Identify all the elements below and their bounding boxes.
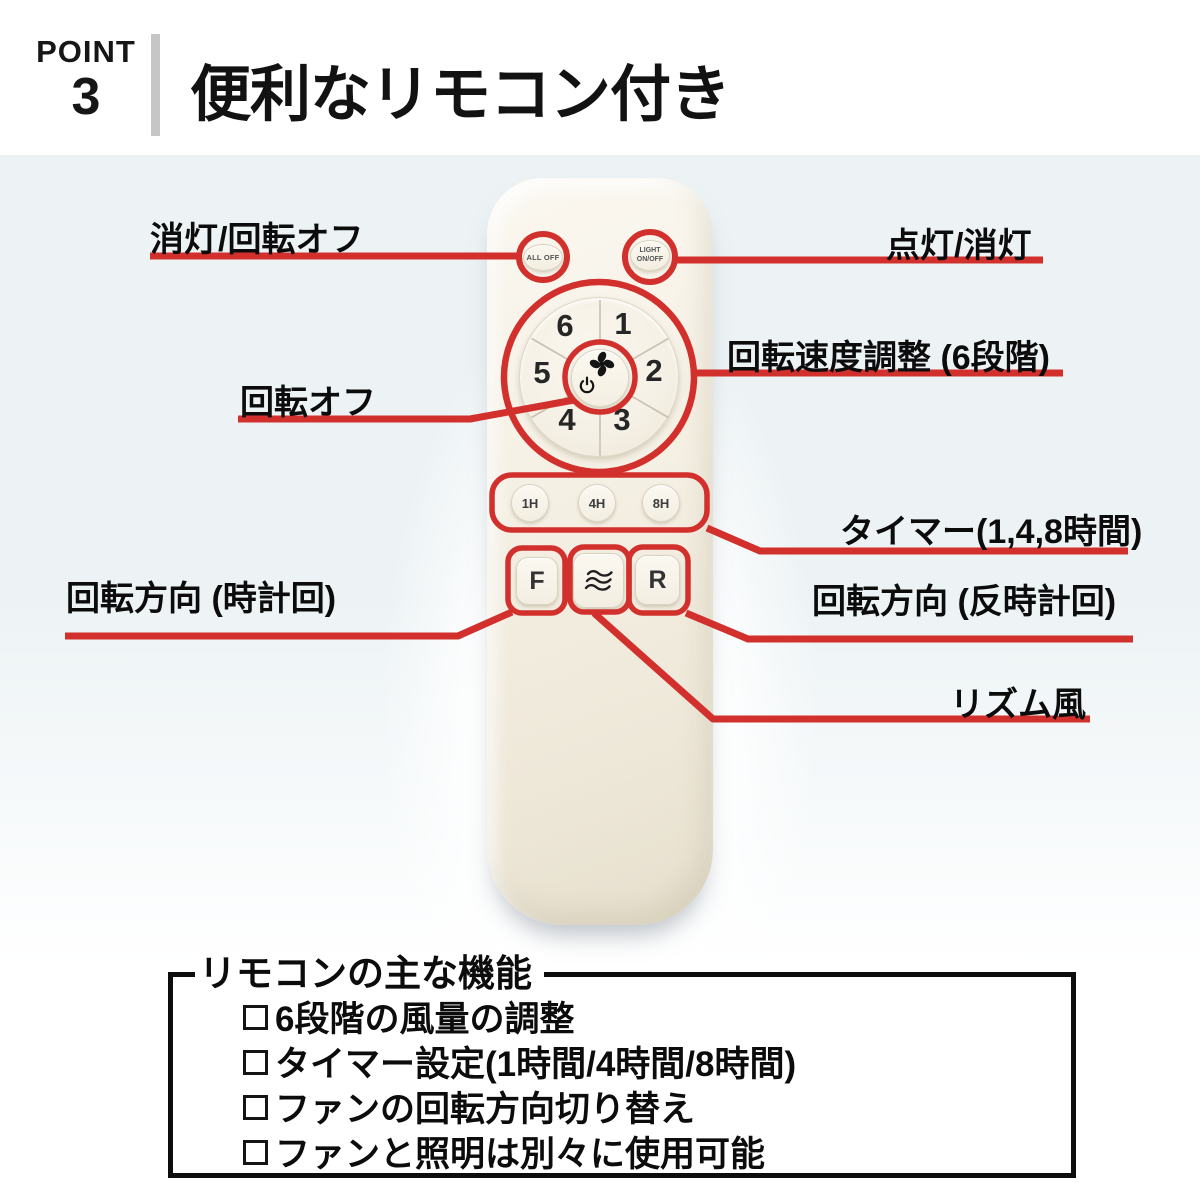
- light-button-label-line2: ON/OFF: [636, 255, 664, 263]
- label-direction-ccw: 回転方向 (反時計回): [812, 583, 1117, 621]
- speed-dial: 6 1 5 2 4 3: [519, 297, 679, 457]
- forward-button-label: F: [529, 566, 545, 595]
- label-timer: タイマー(1,4,8時間): [840, 513, 1143, 551]
- feature-item-text: ファンと照明は別々に使用可能: [275, 1135, 766, 1174]
- all-off-button-label: ALL OFF: [526, 253, 560, 262]
- feature-item: タイマー設定(1時間/4時間/8時間): [243, 1039, 1071, 1084]
- features-list: 6段階の風量の調整 タイマー設定(1時間/4時間/8時間) ファンの回転方向切り…: [243, 994, 1071, 1174]
- speed-button-5[interactable]: 5: [533, 355, 551, 390]
- fan-power-button[interactable]: [571, 349, 629, 407]
- page-title: 便利なリモコン付き: [190, 60, 731, 128]
- feature-item: ファンの回転方向切り替え: [243, 1084, 1071, 1129]
- rhythm-wind-icon: [584, 569, 613, 591]
- reverse-button-label: R: [648, 565, 667, 594]
- header-divider: [151, 34, 160, 136]
- timer-8h-button[interactable]: 8H: [642, 484, 680, 522]
- feature-item-text: タイマー設定(1時間/4時間/8時間): [275, 1045, 797, 1084]
- feature-item-text: 6段階の風量の調整: [275, 1000, 575, 1039]
- features-legend: リモコンの主な機能: [195, 952, 544, 996]
- timer-8h-label: 8H: [652, 495, 670, 511]
- forward-button[interactable]: F: [516, 557, 558, 605]
- point-badge: POINT 3: [26, 34, 146, 125]
- feature-item-text: ファンの回転方向切り替え: [275, 1090, 696, 1129]
- feature-item: ファンと照明は別々に使用可能: [243, 1129, 1071, 1174]
- speed-button-3[interactable]: 3: [613, 402, 631, 437]
- fan-icon: [589, 351, 615, 377]
- label-speed-adjust: 回転速度調整 (6段階): [727, 339, 1050, 377]
- speed-button-1[interactable]: 1: [614, 306, 632, 341]
- timer-4h-label: 4H: [588, 495, 606, 511]
- point-number: 3: [71, 68, 101, 126]
- rhythm-wind-button[interactable]: [573, 553, 624, 608]
- feature-item: 6段階の風量の調整: [243, 994, 1071, 1039]
- checkbox-icon: [243, 1095, 268, 1120]
- speed-button-4[interactable]: 4: [558, 402, 576, 437]
- timer-1h-button[interactable]: 1H: [511, 484, 549, 522]
- label-rotation-off: 回転オフ: [240, 384, 376, 422]
- speed-button-2[interactable]: 2: [645, 353, 663, 388]
- remote-control: ALL OFF LIGHT ON/OFF 6 1 5 2 4 3: [487, 178, 713, 925]
- power-icon: [579, 376, 595, 394]
- label-light-on-off: 点灯/消灯: [886, 227, 1032, 265]
- timer-4h-button[interactable]: 4H: [578, 484, 616, 522]
- label-lights-rotation-off: 消灯/回転オフ: [150, 221, 364, 259]
- label-rhythm-wind: リズム風: [950, 686, 1086, 724]
- checkbox-icon: [243, 1140, 268, 1165]
- checkbox-icon: [243, 1005, 268, 1030]
- features-box: リモコンの主な機能 6段階の風量の調整 タイマー設定(1時間/4時間/8時間) …: [168, 952, 1076, 1178]
- all-off-button[interactable]: ALL OFF: [523, 244, 563, 271]
- reverse-button[interactable]: R: [635, 555, 680, 605]
- point-label: POINT: [36, 34, 136, 69]
- checkbox-icon: [243, 1050, 268, 1075]
- label-direction-cw: 回転方向 (時計回): [66, 580, 337, 618]
- light-button-label-line1: LIGHT: [639, 247, 661, 255]
- light-on-off-button[interactable]: LIGHT ON/OFF: [630, 240, 670, 271]
- speed-button-6[interactable]: 6: [556, 308, 574, 343]
- timer-1h-label: 1H: [521, 495, 539, 511]
